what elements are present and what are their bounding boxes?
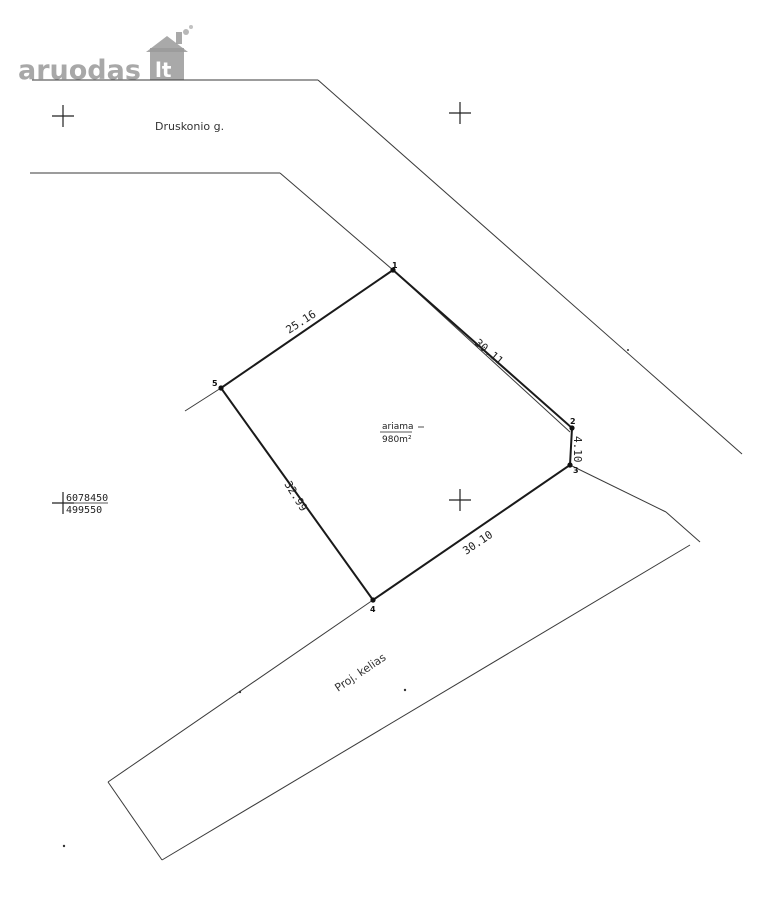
street-top: Druskonio g. <box>30 79 743 455</box>
road-edge-north-link <box>569 464 667 513</box>
vertex-marker-3 <box>567 462 573 468</box>
tick-dot <box>403 688 407 692</box>
vertex-marker-2 <box>569 425 575 431</box>
road-edge-west <box>107 781 163 861</box>
survey-ticks <box>62 349 629 848</box>
vertex-label-3: 3 <box>573 466 579 475</box>
tick-dot <box>238 690 242 694</box>
vertex-marker-5 <box>218 385 224 391</box>
vertex-label-2: 2 <box>570 417 576 426</box>
side-4-5-length: 32.99 <box>281 479 310 514</box>
tick-line-west <box>184 387 222 412</box>
grid-cross <box>449 489 471 511</box>
watermark-logo: aruodas lt <box>18 25 193 86</box>
street-bottom-label: Proj. kelias <box>332 651 388 695</box>
vertex-label-5: 5 <box>212 379 218 388</box>
street-top-edge-southeast <box>279 172 394 271</box>
tick-dot <box>627 349 629 351</box>
watermark-tld: lt <box>155 58 172 82</box>
grid-cross <box>52 105 74 127</box>
street-top-label: Druskonio g. <box>155 120 224 133</box>
side-1-2-length: 30.11 <box>472 336 506 367</box>
vertex-label-4: 4 <box>370 605 376 614</box>
grid-cross <box>449 102 471 124</box>
street-bottom: Proj. kelias <box>107 464 701 861</box>
parcel: 1 2 3 4 5 30.11 4.10 30.10 32.99 25.16 a… <box>212 261 584 614</box>
road-edge-south <box>161 544 691 861</box>
side-2-3-length: 4.10 <box>571 436 584 463</box>
side-3-4-length: 30.10 <box>460 528 495 557</box>
parcel-area-label: 980m² <box>382 435 412 445</box>
parcel-use-label: ariama <box>382 422 414 432</box>
house-icon <box>146 25 193 80</box>
grid-coordinates: 6078450 499550 <box>66 493 108 516</box>
street-top-edge-northeast <box>317 79 743 455</box>
vertex-marker-1 <box>390 267 396 273</box>
grid-crosses <box>52 102 471 514</box>
watermark-brand: aruodas <box>18 55 141 86</box>
coord-easting: 499550 <box>66 505 102 516</box>
coord-northing: 6078450 <box>66 493 108 504</box>
vertex-label-1: 1 <box>392 261 398 270</box>
vertex-marker-4 <box>370 597 376 603</box>
tick-dot <box>62 844 66 848</box>
road-edge-northeast <box>665 511 701 543</box>
parcel-boundary <box>219 268 574 602</box>
